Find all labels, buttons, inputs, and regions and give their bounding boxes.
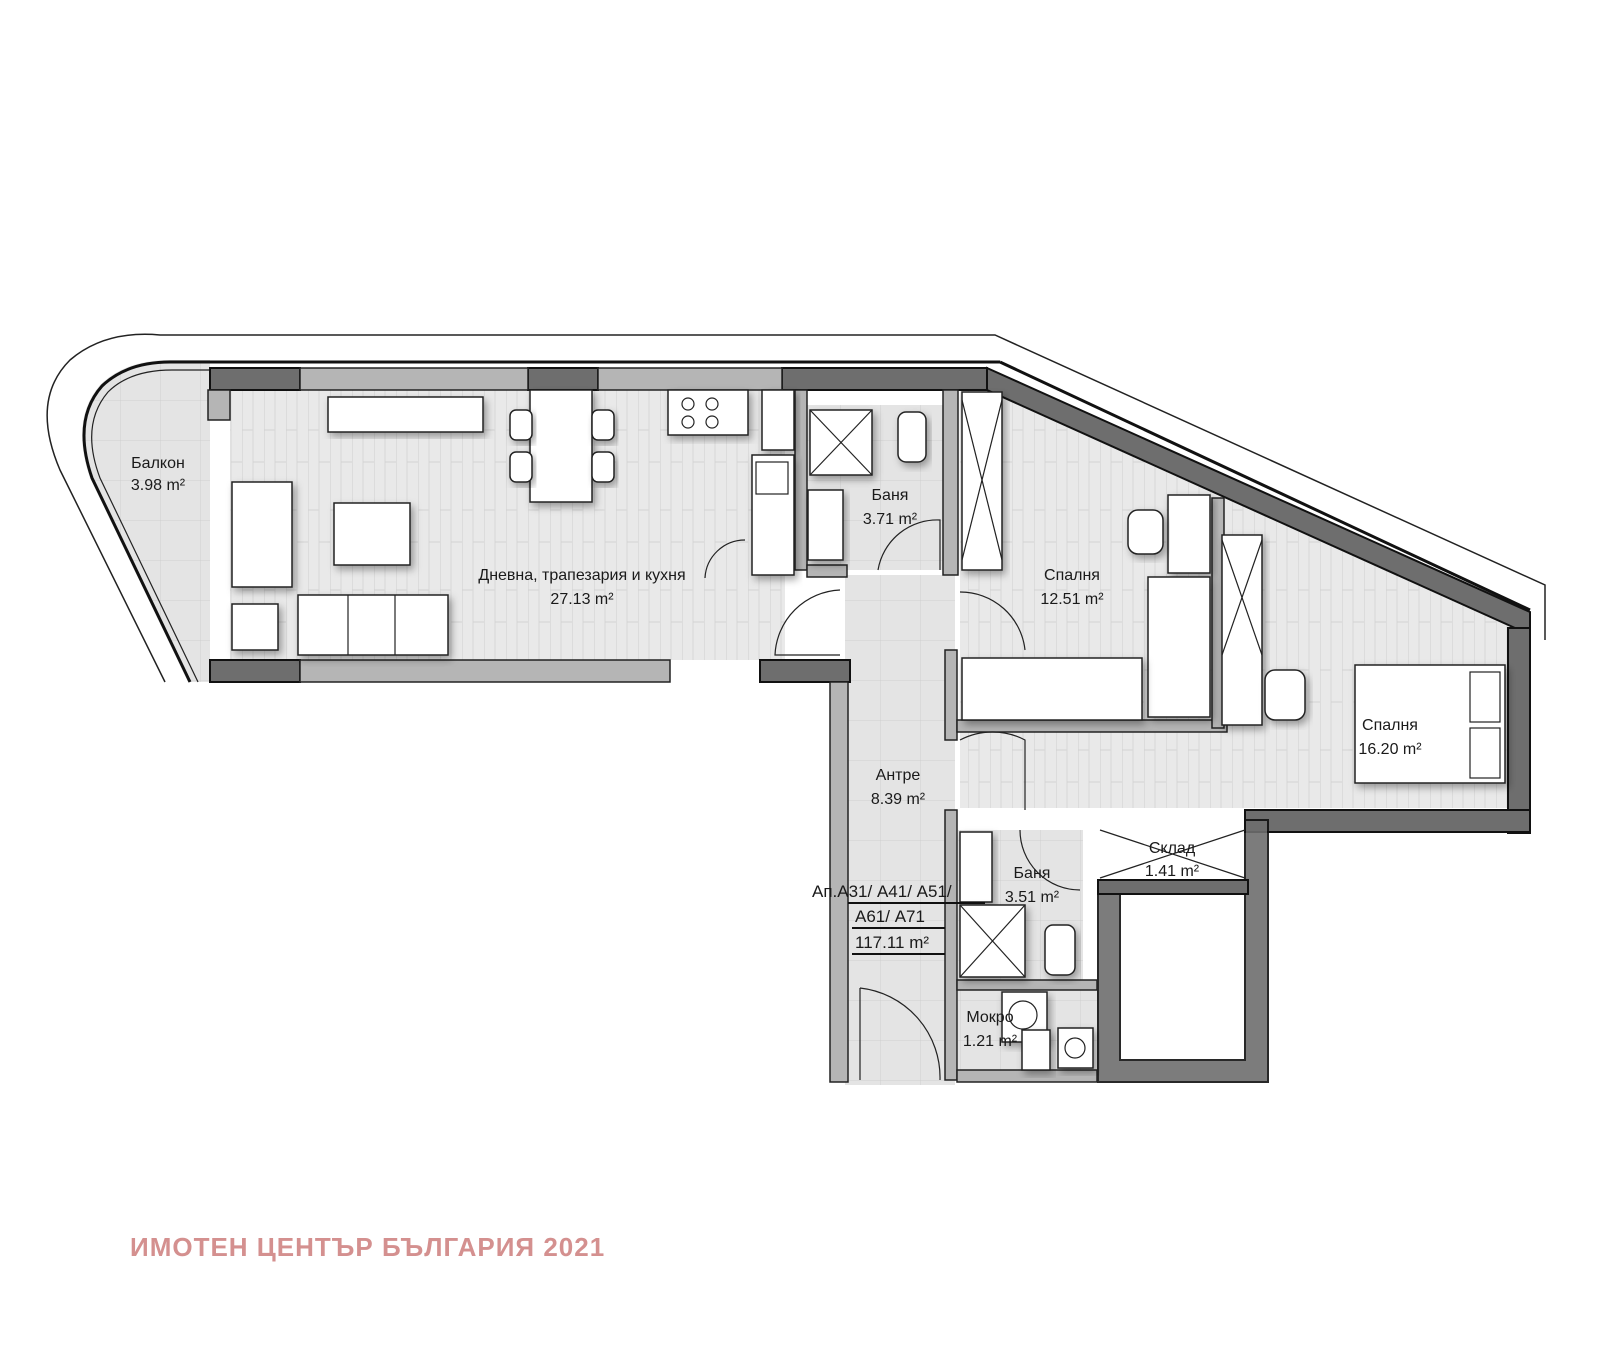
svg-text:Спалня: Спалня — [1362, 717, 1418, 734]
bath2-fixtures — [959, 831, 1094, 1071]
room-label-bath1: Баня 3.71 m² — [863, 487, 918, 528]
svg-text:8.39 m²: 8.39 m² — [871, 791, 926, 808]
double-bed — [1354, 664, 1506, 784]
svg-text:Дневна, трапезария и кухня: Дневна, трапезария и кухня — [478, 567, 685, 584]
sofa — [297, 594, 449, 656]
svg-text:Мокро: Мокро — [966, 1009, 1013, 1026]
svg-text:Спалня: Спалня — [1044, 567, 1100, 584]
dryer — [1021, 1029, 1051, 1071]
armchair — [231, 481, 293, 588]
boiler — [1057, 1027, 1094, 1069]
svg-text:3.51 m²: 3.51 m² — [1005, 889, 1060, 906]
coffee-table — [333, 502, 411, 566]
chair — [591, 409, 615, 441]
kitchen-counter — [751, 454, 795, 576]
svg-text:3.98 m²: 3.98 m² — [131, 477, 186, 494]
living-furniture — [231, 389, 795, 656]
toilet — [897, 411, 927, 463]
svg-text:А61/ А71: А61/ А71 — [855, 907, 925, 926]
doors — [704, 519, 1081, 1081]
svg-text:Антре: Антре — [876, 767, 921, 784]
svg-text:12.51 m²: 12.51 m² — [1040, 591, 1104, 608]
svg-text:Баня: Баня — [872, 487, 909, 504]
svg-text:1.21 m²: 1.21 m² — [963, 1033, 1018, 1050]
fridge — [761, 389, 795, 451]
bath1-fixtures — [807, 409, 927, 561]
chair — [509, 409, 533, 441]
room-label-storage: Склад 1.41 m² — [1145, 840, 1200, 880]
tv-unit — [327, 396, 484, 433]
room-label-bedroom2: Спалня 16.20 m² — [1358, 717, 1422, 758]
apartment-id-label: Ап.А31/ А41/ А51/ А61/ А71 117.11 m² — [812, 882, 985, 955]
toilet — [1044, 924, 1076, 976]
stove — [667, 389, 749, 436]
svg-text:117.11 m²: 117.11 m² — [855, 933, 929, 952]
svg-text:1.41 m²: 1.41 m² — [1145, 863, 1200, 880]
walls — [207, 366, 1531, 1083]
desk — [1167, 494, 1211, 574]
sink — [959, 831, 993, 903]
svg-text:27.13 m²: 27.13 m² — [550, 591, 614, 608]
storage-cross — [1099, 829, 1246, 879]
chair — [1127, 509, 1164, 555]
room-label-living: Дневна, трапезария и кухня 27.13 m² — [478, 567, 685, 608]
chair — [509, 451, 533, 483]
svg-text:Ап.А31/ А41/ А51/: Ап.А31/ А41/ А51/ — [812, 882, 952, 901]
room-label-bedroom1: Спалня 12.51 m² — [1040, 567, 1104, 608]
svg-text:16.20 m²: 16.20 m² — [1358, 741, 1422, 758]
wardrobe — [1221, 534, 1263, 726]
sink — [807, 489, 844, 561]
svg-text:3.71 m²: 3.71 m² — [863, 511, 918, 528]
bedroom-furniture — [961, 391, 1506, 784]
room-label-hall: Антре 8.39 m² — [871, 767, 926, 808]
bunk — [1147, 576, 1211, 718]
svg-text:Баня: Баня — [1014, 865, 1051, 882]
svg-text:Балкон: Балкон — [131, 455, 185, 472]
side-table — [231, 603, 279, 651]
room-label-laundry: Мокро 1.21 m² — [963, 1009, 1018, 1050]
chair — [1264, 669, 1306, 721]
watermark: ИМОТЕН ЦЕНТЪР БЪЛГАРИЯ 2021 — [130, 1232, 606, 1262]
dining-table — [529, 389, 593, 503]
room-label-bath2: Баня 3.51 m² — [1005, 865, 1060, 906]
chair — [591, 451, 615, 483]
svg-text:Склад: Склад — [1149, 840, 1196, 857]
room-label-balcony: Балкон 3.98 m² — [131, 455, 186, 494]
bed — [961, 657, 1143, 721]
